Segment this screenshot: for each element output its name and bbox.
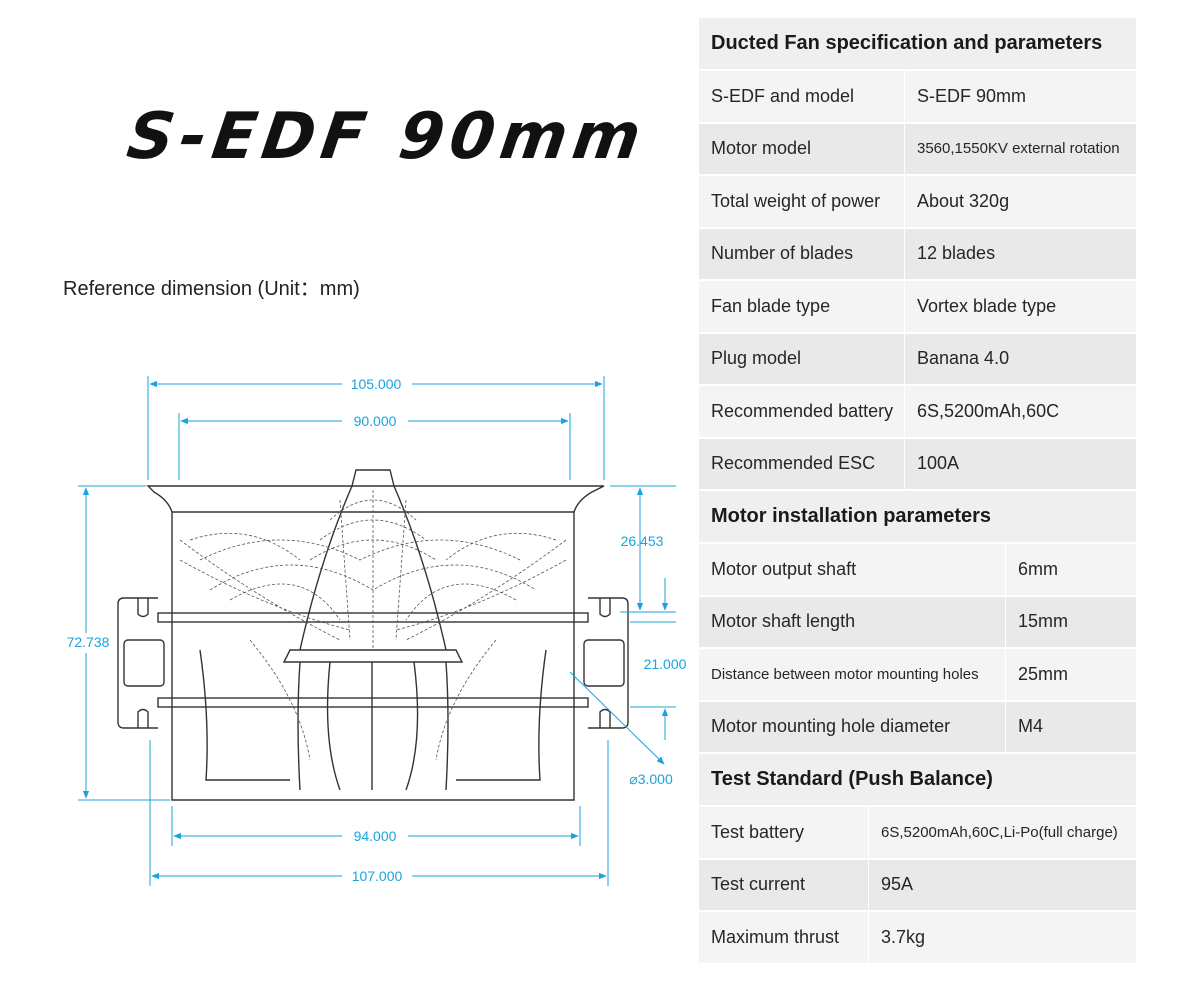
test-key: Test current xyxy=(699,859,869,910)
spec-key: Fan blade type xyxy=(699,281,905,332)
motor-value: 25mm xyxy=(1018,663,1069,684)
spec-key: Recommended ESC xyxy=(699,438,905,489)
motor-key: Motor mounting hole diameter xyxy=(699,701,1006,752)
table-row: S-EDF and model S-EDF 90mm xyxy=(699,71,1136,124)
spec-value: S-EDF 90mm xyxy=(917,85,1027,106)
motor-value: M4 xyxy=(1018,716,1044,737)
spec-value: 6S,5200mAh,60C xyxy=(917,400,1060,421)
blade-wireframe xyxy=(179,490,567,761)
spec-value: 3560,1550KV external rotation xyxy=(917,140,1120,158)
fan-dimension-drawing: 105.000 90.000 26.453 72.738 21.000 ⌀3.0… xyxy=(60,374,687,886)
test-key: Test battery xyxy=(699,807,869,858)
test-table: Test battery 6S,5200mAh,60C,Li-Po(full ch… xyxy=(699,807,1136,965)
spec-value: Vortex blade type xyxy=(917,295,1057,316)
dim-72: 72.738 xyxy=(67,634,110,650)
test-heading: Test Standard (Push Balance) xyxy=(699,754,1136,807)
table-row: Distance between motor mounting holes 25m… xyxy=(699,649,1136,702)
table-row: Plug model Banana 4.0 xyxy=(699,333,1136,386)
parameter-panel: Ducted Fan specification and parameters … xyxy=(699,18,1136,965)
table-row: Total weight of power About 320g xyxy=(699,176,1136,229)
table-row: Test battery 6S,5200mAh,60C,Li-Po(full ch… xyxy=(699,807,1136,860)
spec-value: 100A xyxy=(917,453,960,474)
test-key: Maximum thrust xyxy=(699,912,869,963)
motor-value: 6mm xyxy=(1018,558,1058,579)
dim-21: 21.000 xyxy=(644,656,687,672)
dim-hole: ⌀3.000 xyxy=(629,771,673,787)
table-row: Test current 95A xyxy=(699,859,1136,912)
motor-key: Motor output shaft xyxy=(699,544,1006,595)
motor-key: Motor shaft length xyxy=(699,596,1006,647)
table-row: Motor shaft length 15mm xyxy=(699,596,1136,649)
spec-value: About 320g xyxy=(917,190,1010,211)
spec-key: Recommended battery xyxy=(699,386,905,437)
motor-heading: Motor installation parameters xyxy=(699,491,1136,544)
spec-table: S-EDF and model S-EDF 90mm Motor model 356… xyxy=(699,71,1136,491)
table-row: Motor mounting hole diameter M4 xyxy=(699,701,1136,754)
test-value: 95A xyxy=(881,874,914,895)
motor-table: Motor output shaft 6mm Motor shaft length… xyxy=(699,544,1136,754)
test-value: 6S,5200mAh,60C,Li-Po(full charge) xyxy=(881,823,1118,841)
motor-key: Distance between motor mounting holes xyxy=(699,649,1006,700)
test-value: 3.7kg xyxy=(881,926,926,947)
dim-107: 107.000 xyxy=(352,868,403,884)
dim-105: 105.000 xyxy=(351,376,402,392)
table-row: Fan blade type Vortex blade type xyxy=(699,281,1136,334)
spec-value: 12 blades xyxy=(917,243,996,264)
spec-key: Plug model xyxy=(699,333,905,384)
table-row: Recommended battery 6S,5200mAh,60C xyxy=(699,386,1136,439)
table-row: Maximum thrust 3.7kg xyxy=(699,912,1136,965)
reference-dimension-label: Reference dimension (Unit：mm) xyxy=(63,278,360,300)
product-title: S-EDF 90mm xyxy=(122,100,652,174)
table-row: Motor model 3560,1550KV external rotation xyxy=(699,123,1136,176)
table-row: Number of blades 12 blades xyxy=(699,228,1136,281)
table-row: Recommended ESC 100A xyxy=(699,438,1136,491)
fan-outline xyxy=(117,469,629,801)
dim-90: 90.000 xyxy=(354,413,397,429)
spec-key: Total weight of power xyxy=(699,176,905,227)
motor-value: 15mm xyxy=(1018,611,1069,632)
spec-key: S-EDF and model xyxy=(699,71,905,122)
spec-value: Banana 4.0 xyxy=(917,348,1010,369)
dim-94: 94.000 xyxy=(354,828,397,844)
spec-key: Motor model xyxy=(699,123,905,174)
dim-26: 26.453 xyxy=(621,533,664,549)
spec-key: Number of blades xyxy=(699,228,905,279)
table-row: Motor output shaft 6mm xyxy=(699,544,1136,597)
dimension-lines xyxy=(78,376,676,886)
spec-heading: Ducted Fan specification and parameters xyxy=(699,18,1136,71)
